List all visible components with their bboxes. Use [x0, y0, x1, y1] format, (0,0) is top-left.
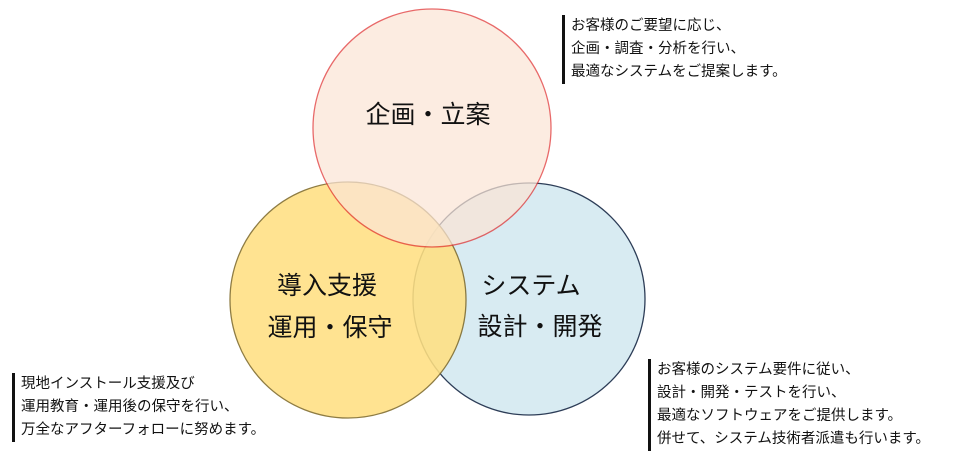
planning-description-line: 企画・調査・分析を行い、: [571, 41, 745, 57]
planning-description: お客様のご要望に応じ、 企画・調査・分析を行い、 最適なシステムをご提案します。: [562, 15, 787, 84]
system-label-line1: システム: [481, 271, 580, 300]
support-description-line: 万全なアフターフォローに努めます。: [21, 422, 266, 438]
planning-label: 企画・立案: [365, 100, 490, 129]
support-label-line2: 運用・保守: [267, 313, 392, 342]
system-description-line: 設計・開発・テストを行い、: [657, 385, 846, 401]
circle-planning: [312, 8, 552, 248]
system-description: お客様のシステム要件に従い、 設計・開発・テストを行い、 最適なソフトウェアをご…: [648, 359, 930, 451]
planning-description-line: 最適なシステムをご提案します。: [571, 64, 787, 80]
planning-description-line: お客様のご要望に応じ、: [571, 18, 731, 34]
support-label-line1: 導入支援: [277, 271, 377, 300]
system-description-line: お客様のシステム要件に従い、: [657, 362, 860, 378]
system-label-line2: 設計・開発: [477, 312, 602, 341]
support-description: 現地インストール支援及び 運用教育・運用後の保守を行い、 万全なアフターフォロー…: [12, 373, 265, 442]
system-description-line: 最適なソフトウェアをご提供します。: [657, 408, 903, 424]
support-description-line: 現地インストール支援及び: [21, 376, 195, 392]
support-description-line: 運用教育・運用後の保守を行い、: [21, 399, 239, 415]
system-description-line: 併せて、システム技術者派遣も行います。: [657, 431, 930, 447]
